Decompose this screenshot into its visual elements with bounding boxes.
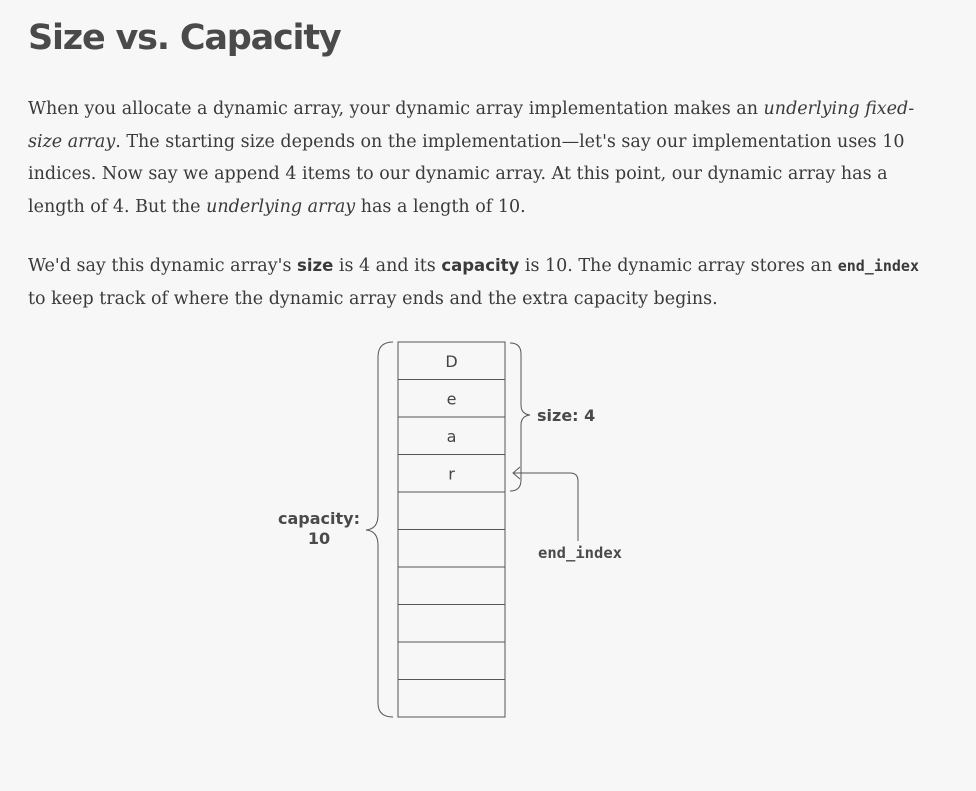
capacity-brace xyxy=(365,341,394,718)
bold-capacity: capacity xyxy=(441,256,520,275)
array-cell-value: e xyxy=(447,389,457,408)
paragraph-text: has a length of 10. xyxy=(355,196,526,217)
emphasis-underlying-fixed-size-array: underlying fixed-size array xyxy=(28,99,915,152)
end-index-arrow-line xyxy=(514,472,579,541)
paragraph-text: We'd say this dynamic array's xyxy=(28,256,297,276)
page-title: Size vs. Capacity xyxy=(28,18,342,58)
array-cell xyxy=(397,529,506,568)
paragraph-text: When you allocate a dynamic array, your … xyxy=(28,99,764,119)
array-cell-value: r xyxy=(448,464,455,483)
paragraph-text: to keep track of where the dynamic array… xyxy=(28,288,718,309)
size-capacity-paragraph: We'd say this dynamic array's size is 4 … xyxy=(28,250,928,315)
paragraph-text: is 10. The dynamic array stores an xyxy=(519,256,838,276)
size-brace xyxy=(509,342,531,492)
array-cell xyxy=(397,491,506,530)
array-cell xyxy=(397,679,506,718)
intro-paragraph: When you allocate a dynamic array, your … xyxy=(28,93,928,223)
array-cell xyxy=(397,604,506,643)
paragraph-text: . The starting size depends on the imple… xyxy=(28,131,905,217)
emphasis-underlying-array: underlying array xyxy=(206,196,356,217)
code-end-index: end_index xyxy=(837,257,919,275)
array-cell-value: a xyxy=(447,427,457,446)
array-cell xyxy=(397,566,506,605)
end-index-label: end_index xyxy=(538,544,622,562)
size-label: size: 4 xyxy=(537,406,595,425)
bold-size: size xyxy=(297,256,334,275)
array-cell-value: D xyxy=(445,352,457,371)
capacity-label: capacity: xyxy=(278,509,360,528)
array-cell xyxy=(397,641,506,680)
paragraph-text: is 4 and its xyxy=(333,256,442,276)
end-index-arrowhead xyxy=(512,466,521,480)
capacity-value-label: 10 xyxy=(308,529,330,548)
